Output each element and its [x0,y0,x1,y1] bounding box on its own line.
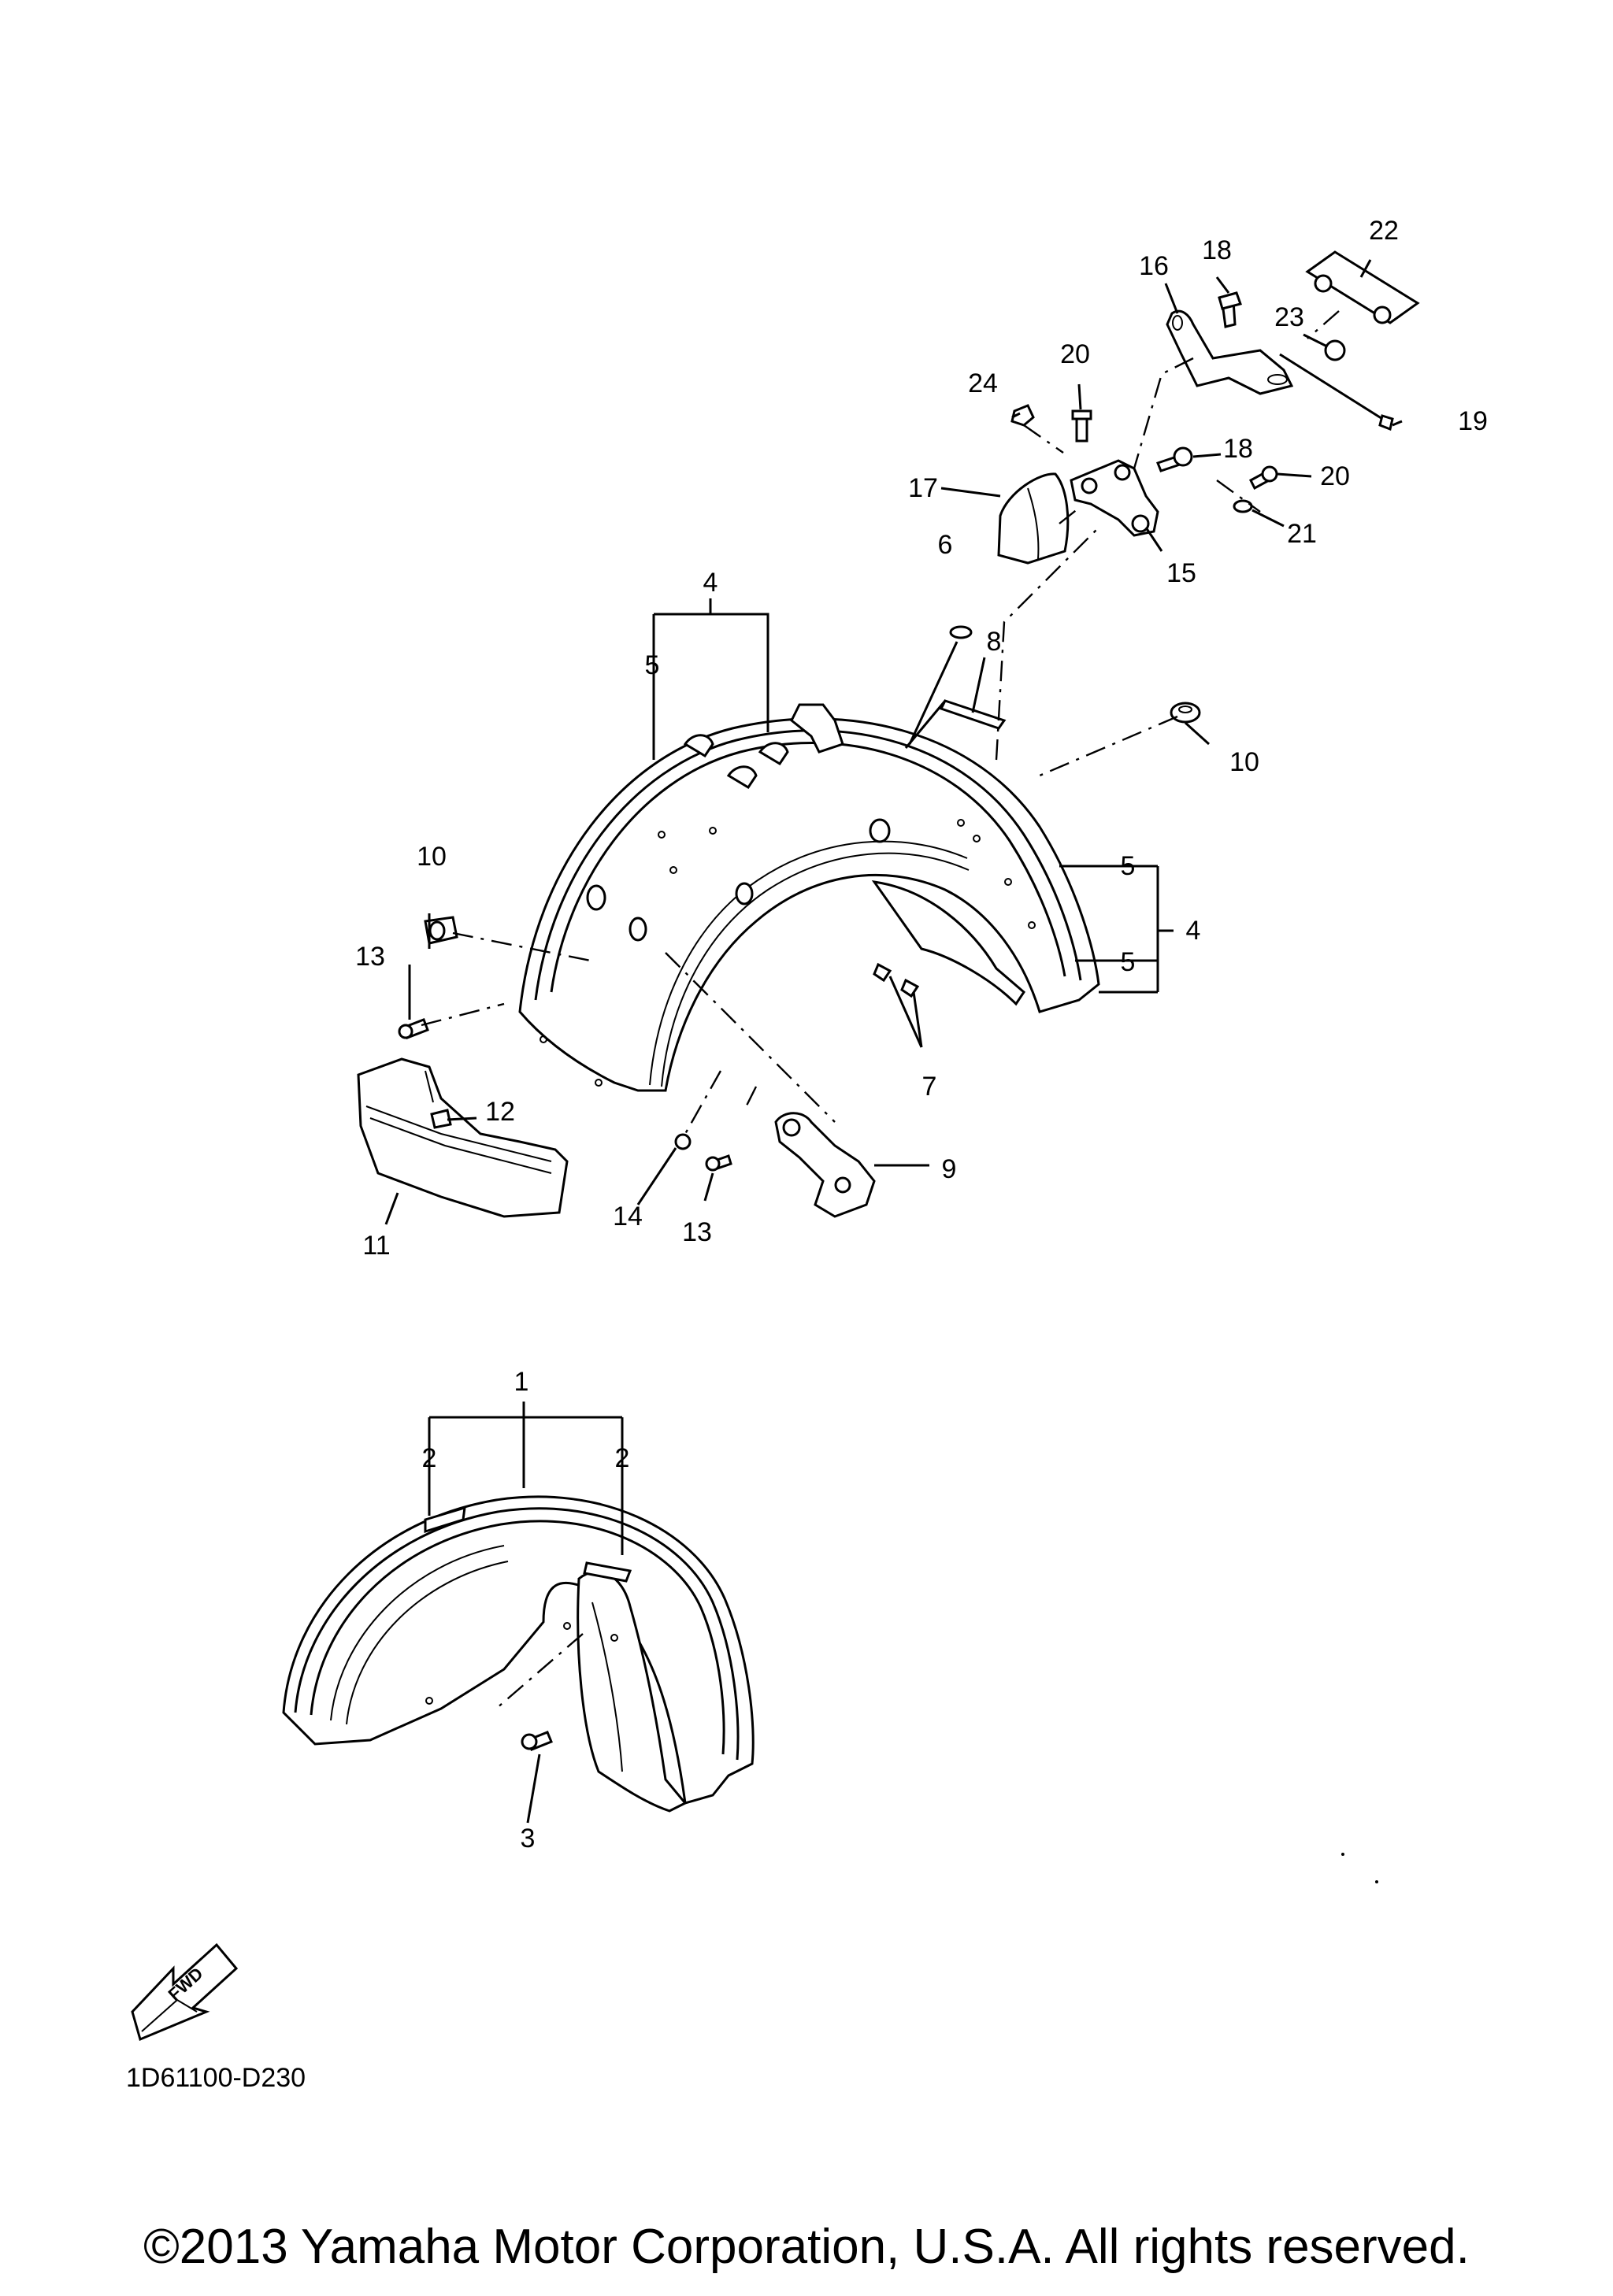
bolt-3 [521,1731,553,1751]
callout-5-top: 5 [644,650,660,680]
callout-8: 8 [986,627,1002,657]
callout-14: 14 [613,1202,643,1231]
strip-8 [939,699,1007,730]
bolt-13-center [705,1154,732,1172]
callout-20-right: 20 [1320,461,1350,491]
tie-19 [1279,353,1387,423]
nut-23 [1324,339,1346,361]
callout-12: 12 [485,1097,515,1127]
callout-9: 9 [941,1154,957,1184]
bolt-20-right [1249,465,1278,491]
callout-18-lower: 18 [1223,434,1253,464]
drawing-code: 1D61100-D230 [126,2063,306,2093]
callout-21: 21 [1287,519,1317,549]
washer-14 [674,1133,692,1150]
front-fender [282,1495,755,1813]
bolt-20-upper [1071,409,1092,443]
callout-13-left: 13 [355,942,385,972]
callout-16: 16 [1139,251,1169,281]
callout-10-left: 10 [417,842,447,872]
callout-4-right: 4 [1185,916,1201,946]
washer-6 [949,625,973,639]
bracket-9 [774,1112,876,1218]
fwd-arrow-icon: FWD [131,1942,239,2042]
callout-22: 22 [1369,216,1399,246]
panel-11 [357,1057,569,1218]
callout-24: 24 [968,368,998,398]
rear-fender [518,703,1100,1092]
callout-5-lower-right: 5 [1120,947,1136,977]
callout-19: 19 [1458,406,1488,436]
callout-20-upper: 20 [1060,339,1090,369]
grommet-10-right [1170,702,1201,724]
callout-13-center: 13 [682,1217,712,1247]
bolt-18-upper [1218,291,1242,328]
speck [1341,1853,1344,1856]
nut-24 [1010,404,1035,427]
callout-15: 15 [1166,558,1196,588]
plate-22 [1305,250,1420,324]
callout-10-right: 10 [1229,747,1259,777]
callout-7: 7 [921,1072,937,1102]
callout-11: 11 [362,1231,391,1261]
callout-2-left: 2 [421,1443,437,1473]
copyright-notice: ©2013 Yamaha Motor Corporation, U.S.A. A… [143,2220,1470,2274]
callout-23: 23 [1274,302,1304,332]
nut-12 [430,1109,452,1129]
grommet-10-left [424,916,458,945]
leader-lines [384,259,1403,1824]
callout-6: 6 [937,530,953,560]
callout-3: 3 [520,1824,536,1853]
emblem-7b [900,978,920,998]
speck [1375,1880,1378,1883]
bracket-16 [1166,309,1294,395]
callout-4-top: 4 [703,568,718,598]
callout-18-upper: 18 [1202,235,1232,265]
bracket-15 [1070,459,1159,537]
bolt-18-lower [1156,446,1193,472]
emblem-7a [873,962,892,983]
callout-17: 17 [908,473,938,503]
tie-19-head [1378,414,1394,431]
bolt-13-left [398,1018,429,1039]
cover-17 [997,472,1070,565]
callout-1: 1 [514,1367,529,1397]
callout-2-right: 2 [614,1443,630,1473]
washer-21 [1233,499,1253,513]
callout-5-upper-right: 5 [1120,851,1136,881]
